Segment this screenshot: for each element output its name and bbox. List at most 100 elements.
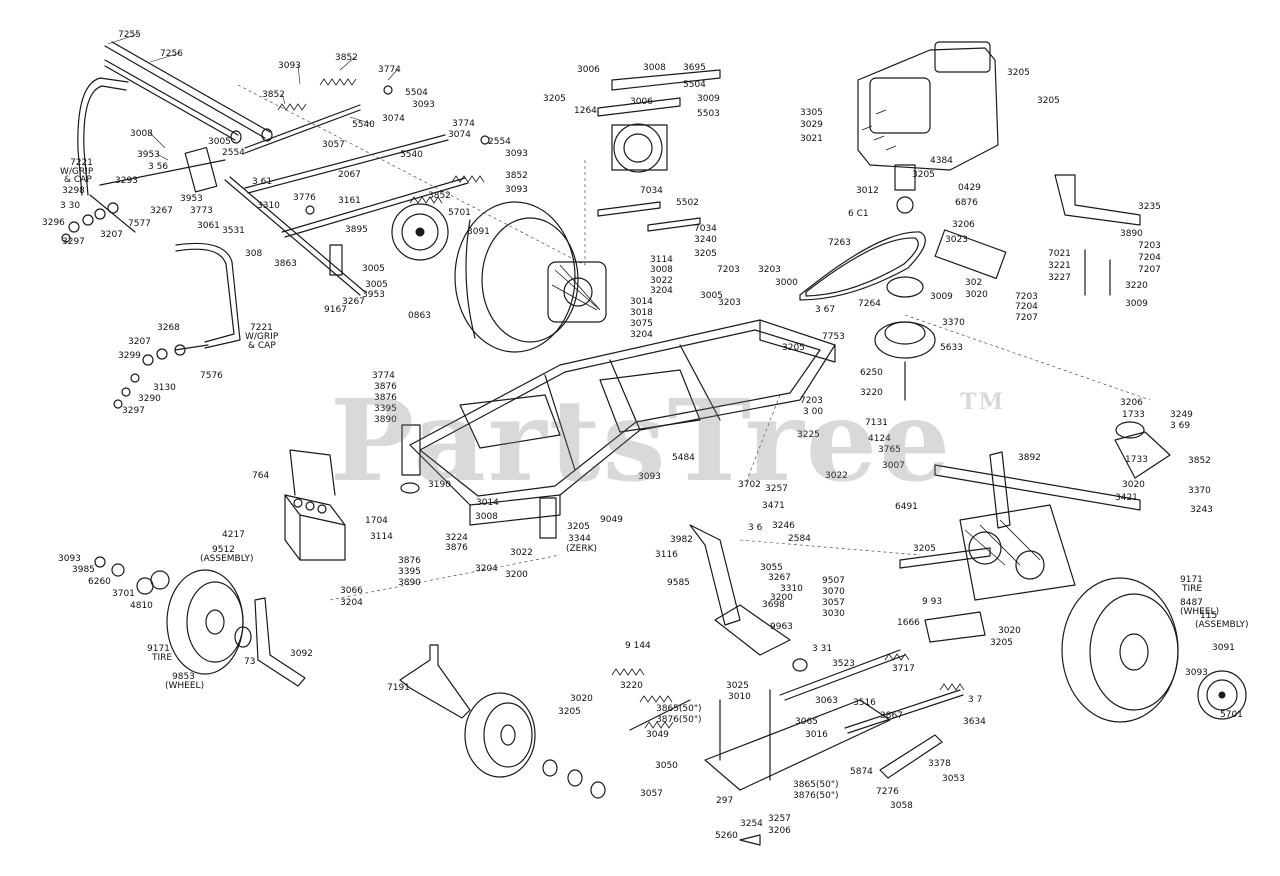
callout-7034a: 7034 [640, 186, 663, 196]
callout-3956: 3 56 [148, 162, 168, 172]
callout-3261: 3 61 [252, 177, 272, 187]
callout-3093c: 3093 [505, 149, 528, 159]
callout-3057c: 3057 [640, 789, 663, 799]
callout-2067: 2067 [338, 170, 361, 180]
part-number-label: 3890 [1120, 229, 1143, 239]
callout-7203b: 7203 [1138, 241, 1161, 251]
callout-3204a: 3204 [650, 286, 673, 296]
leader-line [339, 56, 356, 71]
part-number-label: 3207 [128, 337, 151, 347]
part-number-label: 3204 [650, 286, 673, 296]
callout-3114b: 3114 [370, 532, 393, 542]
part-number-label: 7207 [1015, 313, 1038, 323]
callout-3225: 3225 [797, 430, 820, 440]
callout-3865b: 3865(50") [793, 780, 839, 790]
part-number-label: 3070 [822, 587, 845, 597]
part-number-label: 3161 [338, 196, 361, 206]
part-number-label: 3058 [890, 801, 913, 811]
callout-7221f: & CAP [248, 341, 276, 351]
part-number-callouts: 7255725630933852377455043093385255403074… [42, 30, 1249, 841]
lower-lift-handle-assembly [113, 242, 241, 409]
part-number-label: 3 31 [812, 644, 832, 654]
callout-3895a: 3895 [345, 225, 368, 235]
callout-3009b: 3009 [930, 292, 953, 302]
callout-3020b: 3020 [1122, 480, 1145, 490]
part-number-label: 3876(50") [793, 791, 839, 801]
callout-3061b: 3063 [815, 696, 838, 706]
callout-3876b: 3876 [374, 393, 397, 403]
callout-3053: 3053 [942, 774, 965, 784]
callout-3867: 3867 [880, 711, 903, 721]
part-number-label: 7034 [694, 224, 717, 234]
callout-3007: 3007 [882, 461, 905, 471]
leader-line [281, 93, 286, 105]
callout-3890b: 3890 [374, 415, 397, 425]
part-number-label: 9585 [667, 578, 690, 588]
part-number-label: 3776 [293, 193, 316, 203]
callout-3395b: 3395 [398, 567, 421, 577]
callout-3257b: 3257 [768, 814, 791, 824]
callout-3765: 3765 [878, 445, 901, 455]
callout-3057a: 3057 [322, 140, 345, 150]
right-brackets [934, 174, 1141, 296]
part-number-label: 3240 [694, 235, 717, 245]
part-number-label: 3953 [362, 290, 385, 300]
part-number-label: 3249 [1170, 410, 1193, 420]
callout-3014: 3014 [630, 297, 653, 307]
part-number-label: 3717 [892, 664, 915, 674]
callout-3310b: 3310 [780, 584, 803, 594]
callout-3953c: 3953 [362, 290, 385, 300]
part-number-label: (ZERK) [566, 544, 597, 554]
part-number-label: 3 30 [60, 201, 80, 211]
callout-9049: 9049 [600, 515, 623, 525]
callout-3021: 3021 [800, 134, 823, 144]
callout-3050: 3050 [655, 761, 678, 771]
callout-9512a: 9512 [212, 545, 235, 555]
callout-6876: 6876 [955, 198, 978, 208]
part-number-label: 3 56 [148, 162, 168, 172]
callout-7256: 7256 [149, 49, 183, 63]
part-number-label: 3852 [335, 53, 358, 63]
part-number-label: 2584 [788, 534, 811, 544]
part-number-label: 2554 [488, 137, 511, 147]
part-number-label: 3018 [630, 308, 653, 318]
part-number-label: 3057 [322, 140, 345, 150]
rear-right-tire [1061, 577, 1247, 723]
callout-5503: 5503 [697, 109, 720, 119]
callout-3268: 3268 [157, 323, 180, 333]
callout-9585: 9585 [667, 578, 690, 588]
callout-3006b: 3006 [630, 97, 653, 107]
part-number-label: 3378 [928, 759, 951, 769]
part-number-label: 7577 [128, 219, 151, 229]
callout-6491: 6491 [895, 502, 918, 512]
callout-3517: 3516 [853, 698, 876, 708]
part-number-label: 7263 [828, 238, 851, 248]
part-number-label: 3 6 [748, 523, 763, 533]
part-number-label: 3207 [100, 230, 123, 240]
callout-3890c: 3890 [398, 578, 421, 588]
part-number-label: 3029 [800, 120, 823, 130]
callout-3227: 3227 [1048, 273, 1071, 283]
part-number-label: 3 00 [803, 407, 823, 417]
callout-3203b: 3203 [758, 265, 781, 275]
part-number-label: 3008 [130, 129, 153, 139]
callout-5504b: 5504 [683, 80, 706, 90]
part-number-label: 3774 [378, 65, 401, 75]
part-number-label: 1733 [1125, 455, 1148, 465]
part-number-label: 5502 [676, 198, 699, 208]
callout-3065: 3065 [795, 717, 818, 727]
part-number-label: 3220 [1125, 281, 1148, 291]
callout-3057b: 3057 [822, 598, 845, 608]
part-number-label: 7203 [1138, 241, 1161, 251]
callout-3378: 3378 [928, 759, 951, 769]
callout-3297a: 3297 [62, 237, 85, 247]
part-number-label: 3014 [476, 498, 499, 508]
callout-3091b: 3091 [1212, 643, 1235, 653]
part-number-label: 7255 [118, 30, 141, 40]
part-number-label: 3246 [772, 521, 795, 531]
part-number-label: 3 7 [968, 695, 982, 705]
part-number-label: 8487 [1180, 598, 1203, 608]
front-spindle [399, 644, 606, 799]
callout-3863: 3863 [274, 259, 297, 269]
part-number-label: 9167 [324, 305, 347, 315]
